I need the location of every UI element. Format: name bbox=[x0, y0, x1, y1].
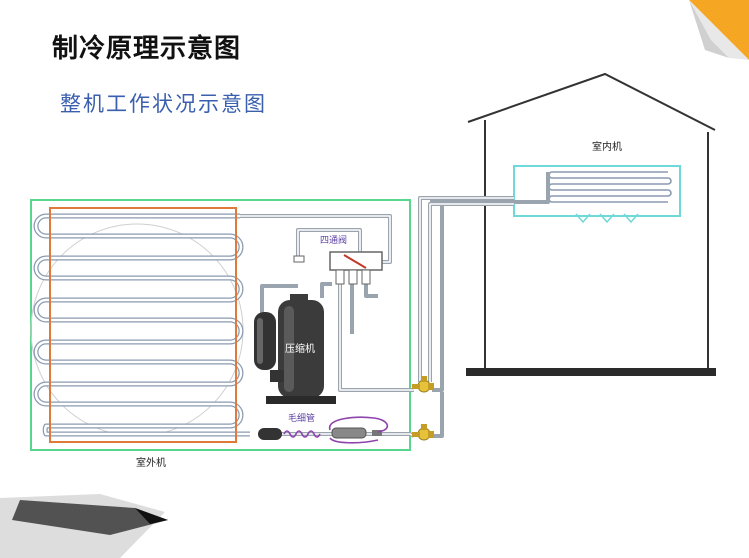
page-corner-decoration bbox=[689, 0, 749, 60]
pen-decoration bbox=[0, 494, 168, 558]
outdoor-unit-label: 室外机 bbox=[136, 456, 166, 469]
house-outline bbox=[466, 72, 716, 376]
compressor-label: 压缩机 bbox=[285, 342, 315, 355]
capillary-tube-label: 毛细管 bbox=[288, 412, 315, 424]
capillary-tube bbox=[283, 416, 389, 444]
four-way-valve bbox=[293, 251, 383, 285]
compressor bbox=[266, 294, 336, 404]
four-way-valve-label: 四通阀 bbox=[320, 235, 347, 246]
service-valve-upper bbox=[412, 376, 434, 393]
indoor-unit bbox=[513, 165, 681, 224]
accumulator bbox=[254, 312, 276, 370]
coil-frame bbox=[49, 207, 237, 443]
slide-subtitle: 整机工作状况示意图 bbox=[60, 92, 267, 116]
filter-drier bbox=[258, 427, 382, 440]
condenser-coil bbox=[33, 213, 250, 437]
service-valve-lower bbox=[412, 424, 434, 441]
indoor-unit-label: 室内机 bbox=[592, 140, 622, 153]
slide-title: 制冷原理示意图 bbox=[52, 34, 242, 64]
